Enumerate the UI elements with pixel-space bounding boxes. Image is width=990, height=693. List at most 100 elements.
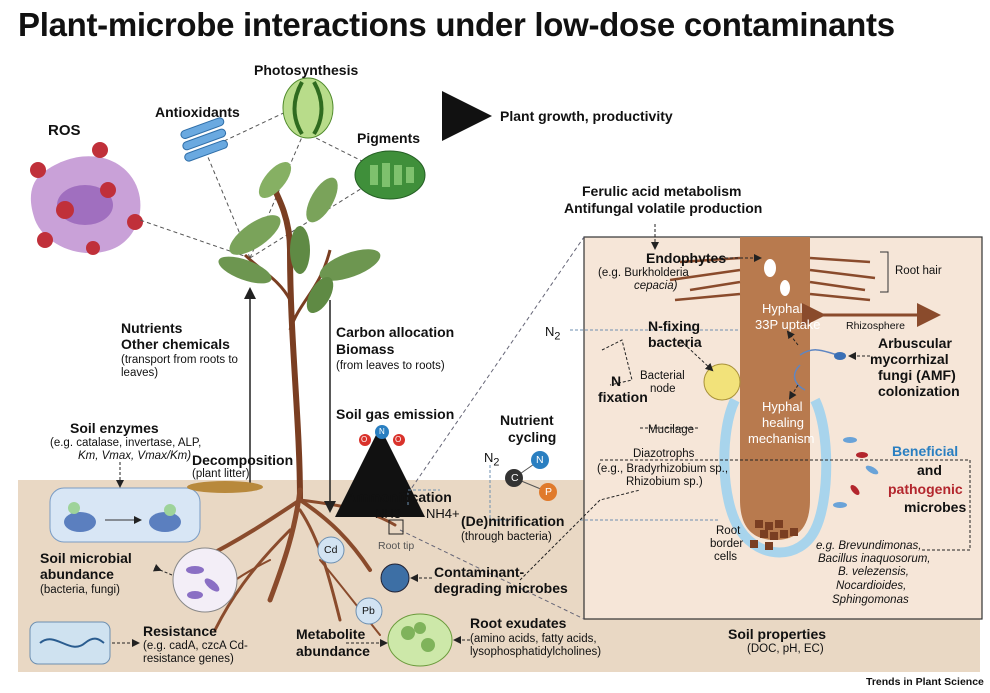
transport-note-2: leaves) <box>121 367 159 379</box>
enzymes-note: (e.g. catalase, invertase, ALP, <box>50 437 202 449</box>
endophytes-example-2: cepacia) <box>634 280 678 292</box>
cd-label: Cd <box>324 544 338 556</box>
node-label: node <box>650 383 676 395</box>
microbes-label: microbes <box>904 499 967 515</box>
healing-label-3: mechanism <box>748 431 815 446</box>
o-atom-left: O <box>361 435 368 444</box>
nutrients-label: Nutrients <box>121 320 183 336</box>
n2-label-right: N2 <box>545 324 561 343</box>
o-atom-right: O <box>395 435 402 444</box>
other-chemicals-label: Other chemicals <box>121 336 230 352</box>
mucilage-label: Mucilage <box>648 424 695 436</box>
ros-label: ROS <box>48 122 81 139</box>
hyphal-label: Hyphal <box>762 301 803 316</box>
rhizosphere-label: Rhizosphere <box>846 320 905 332</box>
stoma <box>282 77 334 139</box>
nh3-label: NH3 <box>375 506 402 521</box>
beneficial-label: Beneficial <box>892 443 959 459</box>
exudate-cell <box>387 613 453 667</box>
resistance-label: Resistance <box>143 623 217 639</box>
eg-microbes-4: Nocardioides, <box>836 580 907 592</box>
transport-note: (transport from roots to <box>121 354 238 366</box>
ammonification-label: Ammonification <box>346 489 452 505</box>
metabolite-abundance-label: abundance <box>296 643 370 659</box>
plant <box>218 161 381 501</box>
eg-microbes-2: Bacillus inaquosorum, <box>818 553 931 565</box>
diazotrophs-example-2: Rhizobium sp.) <box>626 476 703 488</box>
nutrient-label: Nutrient <box>500 412 554 428</box>
main-root <box>740 237 810 540</box>
amf-label-3: fungi (AMF) <box>878 367 956 383</box>
ros-cell <box>30 142 143 255</box>
soil-properties-note: (DOC, pH, EC) <box>747 643 824 655</box>
carbon-allocation-label: Carbon allocation <box>336 324 455 340</box>
antioxidant-protein <box>180 117 228 162</box>
bacteria-fungi-label: (bacteria, fungi) <box>40 584 120 596</box>
carbon-note: (from leaves to roots) <box>336 360 445 372</box>
dna-box <box>29 621 111 665</box>
denitrification-label: (De)nitrification <box>461 513 565 529</box>
pathogenic-label: pathogenic <box>888 481 963 497</box>
page-title: Plant-microbe interactions under low-dos… <box>18 6 895 43</box>
bacteria-label: bacteria <box>648 334 702 350</box>
pigments-label: Pigments <box>357 130 421 146</box>
soil-properties-label: Soil properties <box>728 626 827 642</box>
metabolite-label: Metabolite <box>296 626 366 642</box>
endophytes-example-1: (e.g. Burkholderia <box>598 267 689 279</box>
root-border-label-1: Root <box>716 525 741 537</box>
endophytes-label: Endophytes <box>646 250 727 266</box>
n2-label-center: N2 <box>484 450 500 469</box>
root-hair-label: Root hair <box>895 265 942 277</box>
decomposition-label: Decomposition <box>192 452 294 468</box>
bacterial-node-label: Bacterial <box>640 370 685 382</box>
n-atom-gas: N <box>379 427 385 436</box>
pb-label: Pb <box>362 605 375 617</box>
root-tip-label: Root tip <box>378 540 415 552</box>
antioxidants-label: Antioxidants <box>155 104 240 120</box>
no2-molecule <box>359 425 405 446</box>
resistance-genes-1: (e.g. cadA, czcA Cd- <box>143 640 248 652</box>
diazotrophs-example-1: (e.g., Bradyrhizobium sp., <box>597 463 729 475</box>
resistance-genes-2: resistance genes) <box>143 653 234 665</box>
root-exudates-label: Root exudates <box>470 615 567 631</box>
bacterial-node <box>703 363 741 401</box>
n-atom: N <box>536 454 544 466</box>
antifungal-label: Antifungal volatile production <box>564 200 763 216</box>
healing-label-1: Hyphal <box>762 399 803 414</box>
n-fixation-label: N <box>611 373 622 389</box>
enzymes-kinetics: Km, Vmax, Vmax/Km) <box>78 450 192 462</box>
exudates-note-1: (amino acids, fatty acids, <box>470 633 597 645</box>
c-atom: C <box>511 472 519 484</box>
amf-label-1: Arbuscular <box>878 335 952 351</box>
n-fixing-label: N-fixing <box>648 318 701 334</box>
cycling-label: cycling <box>508 429 557 445</box>
abundance-label: abundance <box>40 566 114 582</box>
soil-enzymes-label: Soil enzymes <box>70 420 159 436</box>
plant-litter-label: (plant litter) <box>192 468 250 480</box>
exudates-note-2: lysophosphatidylcholines) <box>470 646 602 658</box>
nh4-label: NH4+ <box>426 506 460 521</box>
p-atom: P <box>545 486 553 498</box>
chloroplast <box>354 150 426 200</box>
eg-microbes-5: Sphingomonas <box>832 594 909 606</box>
fixation-label: fixation <box>598 389 648 405</box>
eg-microbes-3: B. velezensis, <box>838 566 909 578</box>
and-label: and <box>917 462 942 478</box>
diazotrophs-label: Diazotrophs <box>633 448 695 460</box>
p-uptake-label: 33P uptake <box>755 317 821 332</box>
healing-label-2: healing <box>762 415 804 430</box>
amf-label-4: colonization <box>878 383 960 399</box>
amf-label-2: mycorrhizal <box>870 351 949 367</box>
journal-credit: Trends in Plant Science <box>866 676 984 688</box>
root-border-label-2: border <box>710 538 744 550</box>
eg-microbes-1: e.g. Brevundimonas, <box>816 540 922 552</box>
photosynthesis-label: Photosynthesis <box>254 62 359 78</box>
biomass-label: Biomass <box>336 341 395 357</box>
ferulic-label: Ferulic acid metabolism <box>582 183 742 199</box>
growth-label: Plant growth, productivity <box>500 108 673 124</box>
soil-microbial-label: Soil microbial <box>40 550 132 566</box>
contaminant-label: Contaminant- <box>434 564 525 580</box>
soil-gas-label: Soil gas emission <box>336 406 455 422</box>
root-border-label-3: cells <box>714 551 738 563</box>
